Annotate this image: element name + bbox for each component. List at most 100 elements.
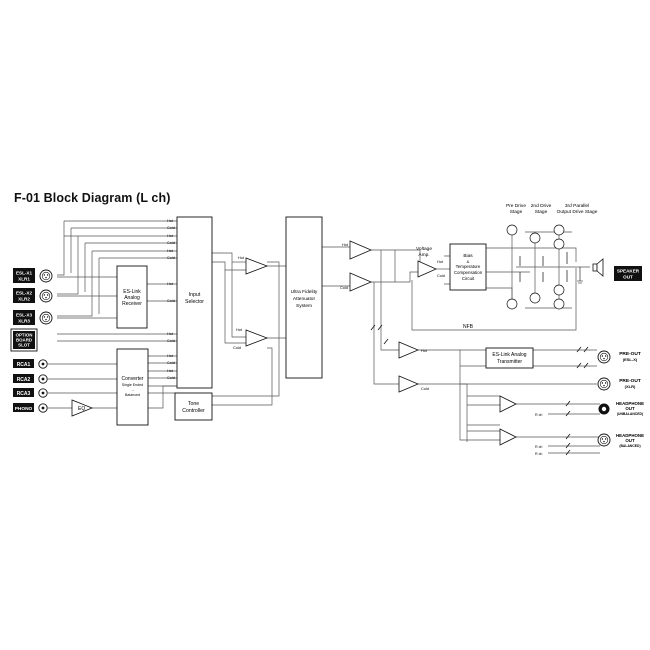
svg-text:PHONO: PHONO (15, 406, 33, 412)
output-preout-esl: PRE-OUT (ESL-X) (597, 350, 641, 364)
svg-text:Cold: Cold (167, 256, 175, 260)
svg-text:XLR3: XLR3 (18, 319, 30, 324)
input-xlr1: ESL-X1 XLR1 (13, 268, 53, 283)
svg-text:Output Drive Stage: Output Drive Stage (557, 209, 598, 215)
svg-text:OUT: OUT (623, 275, 633, 280)
voltage-amp: Voltage Amp. (416, 246, 437, 278)
svg-text:Cold: Cold (167, 299, 175, 303)
output-hp-unbalanced: HEADPHONE OUT (UNBALANCED) (598, 401, 644, 416)
svg-text:XLR1: XLR1 (18, 277, 30, 282)
svg-text:Hot: Hot (167, 369, 174, 373)
speaker-icon (577, 258, 604, 284)
svg-text:Attenuator: Attenuator (293, 296, 316, 302)
svg-text:Circuit: Circuit (462, 276, 475, 281)
rca-jack-icon (38, 388, 48, 398)
eslink-receiver-block: ES-Link Analog Receiver (116, 265, 148, 329)
xlr-jack-icon (597, 350, 611, 364)
svg-text:Transmitter: Transmitter (497, 359, 522, 365)
svg-text:Hot: Hot (342, 243, 349, 247)
svg-text:HEADPHONE: HEADPHONE (616, 401, 644, 406)
svg-text:(BALANCED): (BALANCED) (619, 444, 640, 448)
svg-text:Single Ended: Single Ended (122, 383, 143, 387)
svg-text:ES-Link: ES-Link (123, 289, 141, 295)
input-option-slot: OPTION BOARD SLOT (10, 328, 38, 352)
svg-text:RCA2: RCA2 (17, 377, 31, 383)
svg-text:Input: Input (189, 292, 201, 298)
switches (370, 324, 589, 456)
svg-text:SPEAKER: SPEAKER (617, 269, 640, 274)
svg-text:R ch: R ch (535, 445, 542, 449)
svg-text:ESL-X2: ESL-X2 (16, 291, 33, 296)
diagram-title: F-01 Block Diagram (L ch) (14, 191, 171, 205)
svg-text:Receiver: Receiver (122, 301, 142, 307)
svg-text:Compensation: Compensation (454, 270, 483, 275)
rch-tags: R ch R ch R ch (535, 413, 542, 456)
svg-text:PRE-OUT: PRE-OUT (619, 378, 641, 384)
svg-text:Converter: Converter (122, 376, 144, 382)
svg-text:Cold: Cold (167, 339, 175, 343)
svg-text:ESL-X3: ESL-X3 (16, 313, 33, 318)
svg-text:Cold: Cold (167, 226, 175, 230)
svg-text:System: System (296, 303, 312, 309)
svg-text:Amp.: Amp. (418, 252, 429, 258)
svg-text:(XLR): (XLR) (625, 384, 636, 389)
svg-text:Hot: Hot (167, 219, 174, 223)
signal-tags: Hot Cold Hot Hot Cold Hot Cold Hot Cold … (167, 219, 445, 391)
svg-text:Temperature: Temperature (456, 264, 481, 269)
xlr-jack-icon (39, 311, 53, 325)
eq-amp: EQ (71, 399, 94, 417)
svg-text:ESL-X1: ESL-X1 (16, 271, 33, 276)
svg-text:SLOT: SLOT (18, 343, 30, 348)
svg-text:Analog: Analog (124, 295, 140, 301)
svg-text:Ultra Fidelity: Ultra Fidelity (291, 289, 318, 295)
svg-text:Stage: Stage (510, 209, 523, 215)
input-rca2: RCA2 (13, 374, 48, 384)
svg-text:Voltage: Voltage (416, 246, 432, 252)
svg-text:Hot: Hot (167, 234, 174, 238)
input-selector-block: Input Selector (176, 216, 213, 389)
output-stage-labels: Pre Drive Stage 2nd Drive Stage 3rd Para… (506, 203, 598, 215)
svg-text:Cold: Cold (340, 286, 348, 290)
eslink-transmitter-block: ES-Link Analog Transmitter (485, 347, 534, 369)
svg-text:Cold: Cold (233, 346, 241, 350)
tone-controller-block: Tone Controller (174, 392, 213, 421)
input-rca3: RCA3 (13, 388, 48, 398)
svg-text:HEADPHONE: HEADPHONE (616, 433, 644, 438)
svg-text:RCA1: RCA1 (17, 362, 31, 368)
svg-text:PRE-OUT: PRE-OUT (619, 351, 641, 357)
svg-text:OPTION: OPTION (16, 333, 33, 338)
input-phono: PHONO (13, 403, 48, 413)
svg-text:&: & (467, 259, 470, 264)
svg-text:RCA3: RCA3 (17, 391, 31, 397)
xlr-jack-icon (39, 289, 53, 303)
buffer-amps (245, 240, 517, 446)
bias-compensation-block: Bias & Temperature Compensation Circuit (449, 243, 487, 291)
svg-text:Selector: Selector (185, 299, 204, 305)
svg-text:Hot: Hot (421, 349, 428, 353)
svg-text:Hot: Hot (437, 260, 444, 264)
svg-text:Stage: Stage (535, 209, 548, 215)
svg-text:OUT: OUT (625, 438, 635, 443)
output-speaker: SPEAKER OUT (614, 266, 642, 281)
svg-text:Cold: Cold (421, 387, 429, 391)
svg-text:Hot: Hot (167, 354, 174, 358)
wiring (48, 220, 600, 454)
rca-jack-icon (38, 374, 48, 384)
svg-text:(UNBALANCED): (UNBALANCED) (617, 412, 643, 416)
svg-text:Controller: Controller (182, 408, 205, 414)
transistors (506, 224, 568, 310)
xlr-jack-icon (39, 269, 53, 283)
svg-text:Hot: Hot (167, 282, 174, 286)
converter-block: Converter Single Ended → Balanced (116, 348, 149, 426)
svg-text:Hot: Hot (236, 328, 243, 332)
svg-text:Hot: Hot (167, 249, 174, 253)
svg-text:XLR2: XLR2 (18, 297, 30, 302)
nfb-label: NFB (463, 324, 474, 330)
output-hp-balanced: HEADPHONE OUT (BALANCED) (597, 433, 644, 448)
svg-text:Balanced: Balanced (125, 393, 140, 397)
svg-text:OUT: OUT (625, 406, 635, 411)
svg-text:Pre Drive: Pre Drive (506, 203, 526, 209)
svg-text:→: → (131, 388, 135, 392)
svg-text:ES-Link Analog: ES-Link Analog (492, 352, 526, 358)
